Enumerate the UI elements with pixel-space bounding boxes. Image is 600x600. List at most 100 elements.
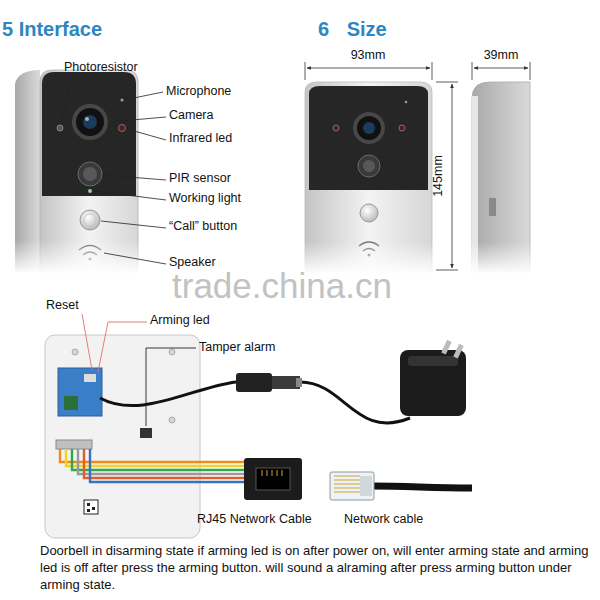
- part-name: Microphone: [166, 84, 231, 98]
- leader-line: [146, 348, 196, 426]
- power-adapter: [441, 340, 451, 355]
- part-name: Camera: [169, 108, 213, 122]
- qr-code: [84, 500, 98, 514]
- doorbell-front-view: [14, 240, 140, 274]
- part-name: Infrared led: [169, 131, 232, 145]
- leader-line: [103, 175, 166, 180]
- rj45-wires: [60, 449, 246, 482]
- rj45-wires: [78, 449, 246, 474]
- dimension-line: [530, 62, 531, 80]
- network-cable-plug: [360, 476, 372, 496]
- leader-line: [124, 92, 163, 100]
- network-cable-plug: [372, 486, 472, 488]
- dimension-line: [452, 84, 453, 268]
- power-plug: [296, 378, 302, 387]
- part-name: RJ45 Network Cable: [197, 512, 312, 526]
- part-name: “Call” button: [169, 219, 237, 233]
- qr-code: [87, 509, 90, 512]
- leader-line: [82, 314, 196, 426]
- doorbell-front-view: [80, 210, 100, 230]
- doorbell-side-view: [470, 82, 532, 274]
- doorbell-back-view: [56, 440, 92, 449]
- doorbell-back-view: [72, 349, 78, 355]
- power-adapter: [453, 344, 463, 359]
- dimension: 39mm: [484, 48, 519, 62]
- doorbell-front-view: [83, 167, 97, 181]
- dimension-line: [305, 62, 530, 270]
- doorbell-front-view: [85, 117, 89, 121]
- part-name: Photoresistor: [64, 60, 138, 74]
- power-adapter: [408, 356, 458, 366]
- part-name: Network cable: [344, 512, 423, 526]
- doorbell-front-view: [14, 70, 140, 274]
- doorbell-front-view: [120, 98, 123, 101]
- power-adapter: [400, 340, 466, 416]
- doorbell-back-view: [169, 417, 175, 423]
- note-text: Doorbell in disarming state if arming le…: [40, 543, 592, 594]
- network-cable-plug: [330, 472, 374, 500]
- network-cable-plug: [334, 476, 360, 492]
- rj45-jack: [256, 468, 290, 490]
- doorbell-size-front: [357, 116, 381, 140]
- rj45-wires: [60, 449, 246, 462]
- leader-line: [101, 221, 166, 228]
- rj45-wires: [90, 449, 246, 482]
- doorbell-size-front: [363, 122, 375, 134]
- dimension-line: [436, 82, 458, 83]
- part-name: PIR sensor: [169, 171, 231, 185]
- dimension: 93mm: [351, 48, 386, 62]
- watermark: trade.china.cn: [172, 266, 392, 306]
- network-cable-plug: [330, 472, 472, 500]
- doorbell-size-front: [309, 86, 428, 190]
- rj45-jack: [244, 458, 302, 500]
- part-name: Arming led: [150, 313, 210, 327]
- doorbell-back-view: [45, 335, 200, 538]
- doorbell-front-view: [78, 162, 102, 186]
- leader-line: [82, 314, 92, 370]
- part-name: Working light: [169, 191, 241, 205]
- leader-line: [62, 78, 166, 264]
- dimension: 145mm: [431, 155, 445, 197]
- leader-line: [109, 117, 166, 122]
- rj45-jack: [262, 470, 282, 476]
- leader-line: [94, 191, 166, 200]
- dimension-line: [432, 62, 433, 80]
- rj45-wires: [72, 449, 246, 470]
- leader-line: [127, 129, 166, 140]
- leader-line: [62, 78, 70, 124]
- dimension-line: [472, 62, 473, 80]
- power-cable: [300, 382, 410, 423]
- dimension-line: [436, 270, 458, 271]
- doorbell-front-view: [72, 104, 108, 140]
- doorbell-size-front: [353, 112, 385, 144]
- power-plug: [272, 376, 300, 389]
- dimension-line: [307, 68, 430, 69]
- dimension-line: [305, 62, 306, 80]
- leader-line: [98, 322, 147, 372]
- doorbell-size-front: [360, 204, 378, 222]
- doorbell-back-view: [64, 396, 78, 410]
- doorbell-size-front: [363, 160, 375, 172]
- doorbell-side-view: [470, 242, 532, 274]
- doorbell-size-front: [333, 125, 339, 131]
- doorbell-back-view: [84, 374, 96, 382]
- section-heading: 6 Size: [318, 18, 387, 41]
- doorbell-front-view: [84, 214, 96, 226]
- power-cable: [100, 382, 236, 406]
- qr-code: [84, 500, 98, 514]
- doorbell-size-front: [399, 125, 405, 131]
- doorbell-front-view: [57, 125, 63, 131]
- doorbell-back-view: [169, 349, 175, 355]
- doorbell-back-view: [45, 335, 200, 538]
- doorbell-size-front: [358, 155, 380, 177]
- doorbell-size-front: [304, 82, 434, 274]
- rj45-wires: [66, 449, 246, 466]
- doorbell-back-view: [140, 428, 152, 438]
- rj45-jack: [244, 458, 302, 500]
- part-name: Reset: [46, 298, 79, 312]
- qr-code: [92, 507, 95, 510]
- part-name: Tamper alarm: [199, 340, 275, 354]
- doorbell-front-view: [42, 72, 136, 196]
- rj45-wires: [84, 449, 246, 478]
- doorbell-back-view: [58, 368, 102, 416]
